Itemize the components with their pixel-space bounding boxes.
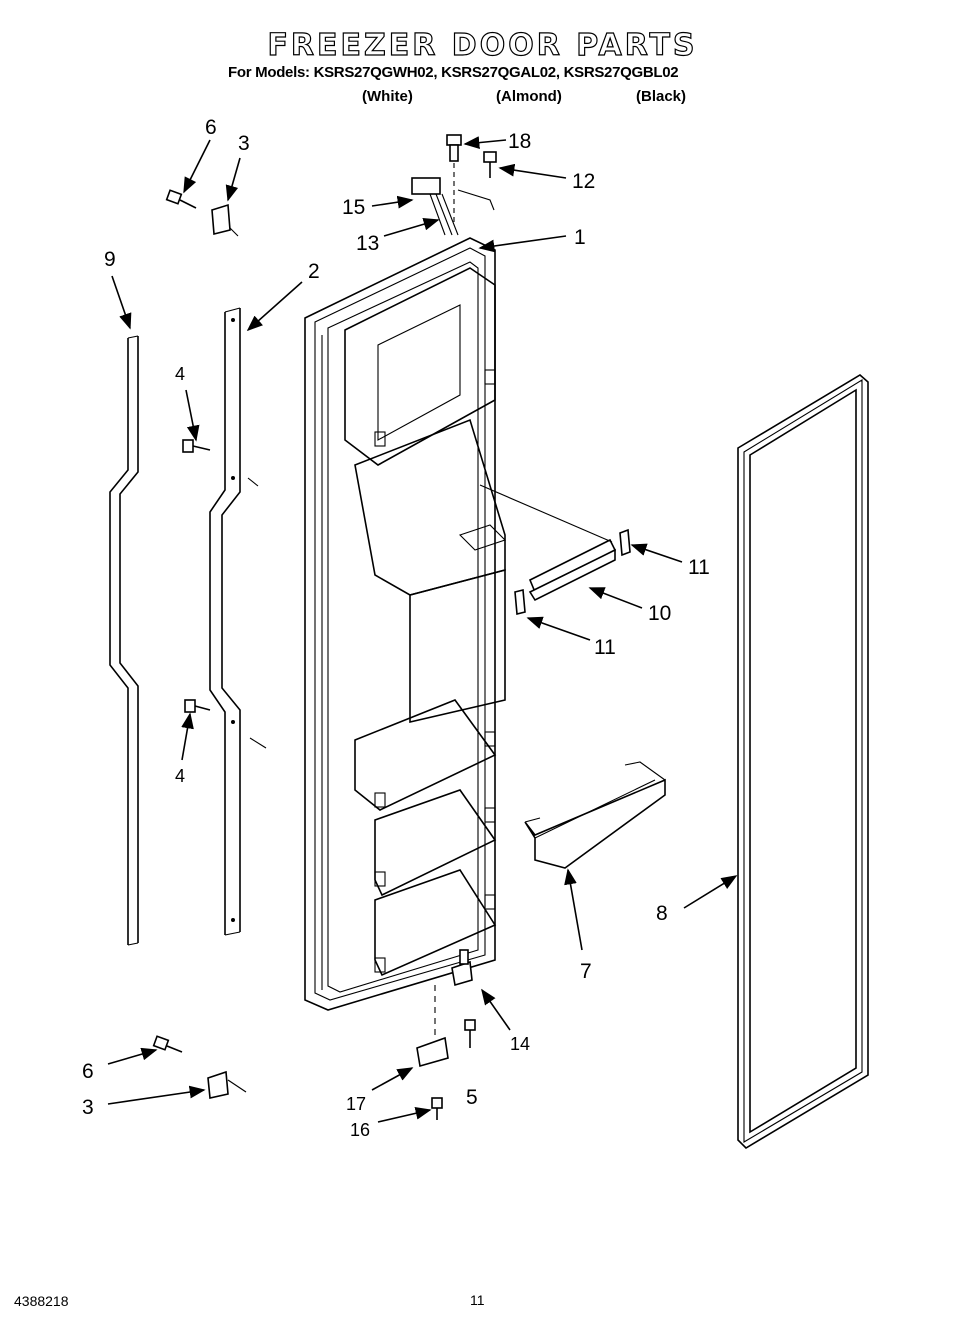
part-17-hinge-bottom bbox=[416, 985, 449, 1068]
callout-3-bottom: 3 bbox=[82, 1096, 94, 1119]
part-15-connector bbox=[411, 177, 495, 236]
callout-17: 17 bbox=[346, 1094, 366, 1114]
part-3-hinge-bottom bbox=[207, 1070, 247, 1099]
part-4-screw-upper bbox=[182, 439, 259, 487]
part-9-strip bbox=[109, 335, 139, 946]
callout-6-top: 6 bbox=[205, 116, 217, 139]
callout-11-upper: 11 bbox=[688, 556, 710, 579]
callout-6-bottom: 6 bbox=[82, 1060, 94, 1083]
callout-5: 5 bbox=[466, 1086, 478, 1109]
part-16-screw bbox=[431, 1097, 443, 1120]
part-2-hinge-bar bbox=[209, 307, 241, 936]
part-door-liner bbox=[344, 267, 507, 977]
part-14-hinge-pin bbox=[451, 949, 473, 987]
document-number: 4388218 bbox=[14, 1293, 69, 1309]
callout-11-lower: 11 bbox=[594, 636, 616, 659]
part-5-screw bbox=[464, 1019, 476, 1048]
part-7-bin bbox=[524, 761, 666, 869]
callout-18: 18 bbox=[508, 130, 531, 153]
leader-arrows bbox=[107, 136, 738, 1123]
callout-10: 10 bbox=[648, 602, 671, 625]
callout-2: 2 bbox=[308, 260, 320, 283]
callout-9: 9 bbox=[104, 248, 116, 271]
part-10-rail bbox=[479, 484, 617, 602]
part-4-screw-lower bbox=[184, 699, 267, 749]
callout-14: 14 bbox=[510, 1034, 530, 1054]
variant-white: (White) bbox=[362, 88, 413, 105]
part-11-clip-lower bbox=[514, 588, 526, 616]
callout-7: 7 bbox=[580, 960, 592, 983]
callout-12: 12 bbox=[572, 170, 595, 193]
part-12-screw bbox=[483, 151, 497, 178]
part-1-door-outer bbox=[304, 237, 496, 1011]
model-list: For Models: KSRS27QGWH02, KSRS27QGAL02, … bbox=[228, 64, 679, 81]
callout-16: 16 bbox=[350, 1120, 370, 1140]
callout-4-lower: 4 bbox=[175, 766, 185, 786]
part-8-gasket bbox=[737, 374, 869, 1150]
callout-15: 15 bbox=[342, 196, 365, 219]
variant-black: (Black) bbox=[636, 88, 687, 105]
part-3-hinge-top bbox=[211, 203, 239, 237]
part-6-screw-bottom bbox=[152, 1035, 183, 1053]
callout-4-upper: 4 bbox=[175, 364, 185, 384]
callout-1: 1 bbox=[574, 226, 586, 249]
part-18-plug bbox=[446, 134, 462, 225]
callout-13: 13 bbox=[356, 232, 379, 255]
callout-8: 8 bbox=[656, 902, 668, 925]
part-11-clip-upper bbox=[619, 528, 631, 557]
part-6-screw-top bbox=[165, 189, 197, 209]
page-number: 11 bbox=[470, 1292, 485, 1308]
variant-almond: (Almond) bbox=[496, 88, 562, 105]
callout-3-top: 3 bbox=[238, 132, 250, 155]
page-title: FREEZER DOOR PARTS bbox=[267, 27, 698, 63]
